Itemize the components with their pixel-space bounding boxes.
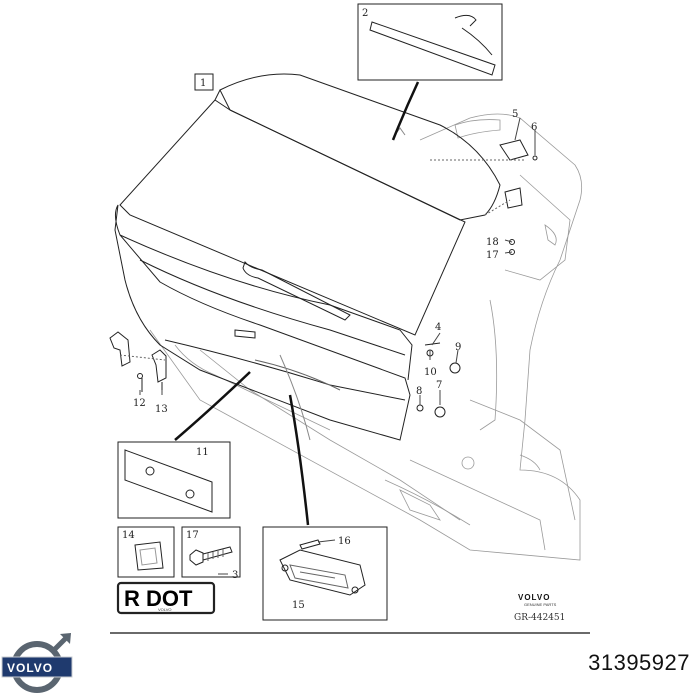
detail-box-15 bbox=[262, 526, 388, 621]
callout-ticks bbox=[139, 117, 536, 575]
leader-lines bbox=[174, 81, 420, 526]
volvo-logo-icon: VOLVO bbox=[1, 633, 73, 693]
callout-9: 9 bbox=[455, 342, 461, 353]
callout-8: 8 bbox=[416, 386, 422, 397]
callout-11: 11 bbox=[196, 447, 209, 458]
callout-16: 16 bbox=[338, 536, 351, 547]
car-body bbox=[149, 113, 583, 561]
callout-3: 3 bbox=[232, 570, 238, 581]
callout-17: 17 bbox=[486, 250, 499, 261]
callout-10: 10 bbox=[424, 367, 437, 378]
diagram-brand-sub: GENUINE PARTS bbox=[524, 602, 557, 607]
part-number: 31395927 bbox=[588, 650, 690, 675]
callout-18: 18 bbox=[486, 237, 499, 248]
detail-box-11 bbox=[117, 441, 231, 519]
callout-6: 6 bbox=[531, 122, 537, 133]
logo-text: VOLVO bbox=[7, 661, 53, 675]
callout-5: 5 bbox=[512, 109, 518, 120]
callout-15: 15 bbox=[292, 600, 305, 611]
tailgate bbox=[114, 73, 529, 441]
detail-box-17 bbox=[181, 526, 241, 578]
callout-12: 12 bbox=[133, 398, 146, 409]
diagram-reference: GR-442451 bbox=[514, 613, 565, 623]
callout-14: 14 bbox=[122, 530, 135, 541]
callout-7: 7 bbox=[436, 380, 442, 391]
label-plate-text: R DOT bbox=[124, 586, 193, 611]
label-plate-subtext: VOLVO bbox=[158, 607, 172, 612]
callout-17-box: 17 bbox=[186, 530, 199, 541]
callout-1-frame bbox=[194, 73, 214, 91]
label-plate bbox=[116, 581, 216, 615]
callout-4: 4 bbox=[435, 322, 441, 333]
callout-1: 1 bbox=[200, 78, 206, 89]
callout-13: 13 bbox=[155, 404, 168, 415]
diagram-brand: VOLVO bbox=[518, 593, 550, 602]
detail-box-2 bbox=[357, 3, 503, 81]
callout-2: 2 bbox=[362, 8, 368, 19]
detail-box-14 bbox=[117, 526, 175, 578]
